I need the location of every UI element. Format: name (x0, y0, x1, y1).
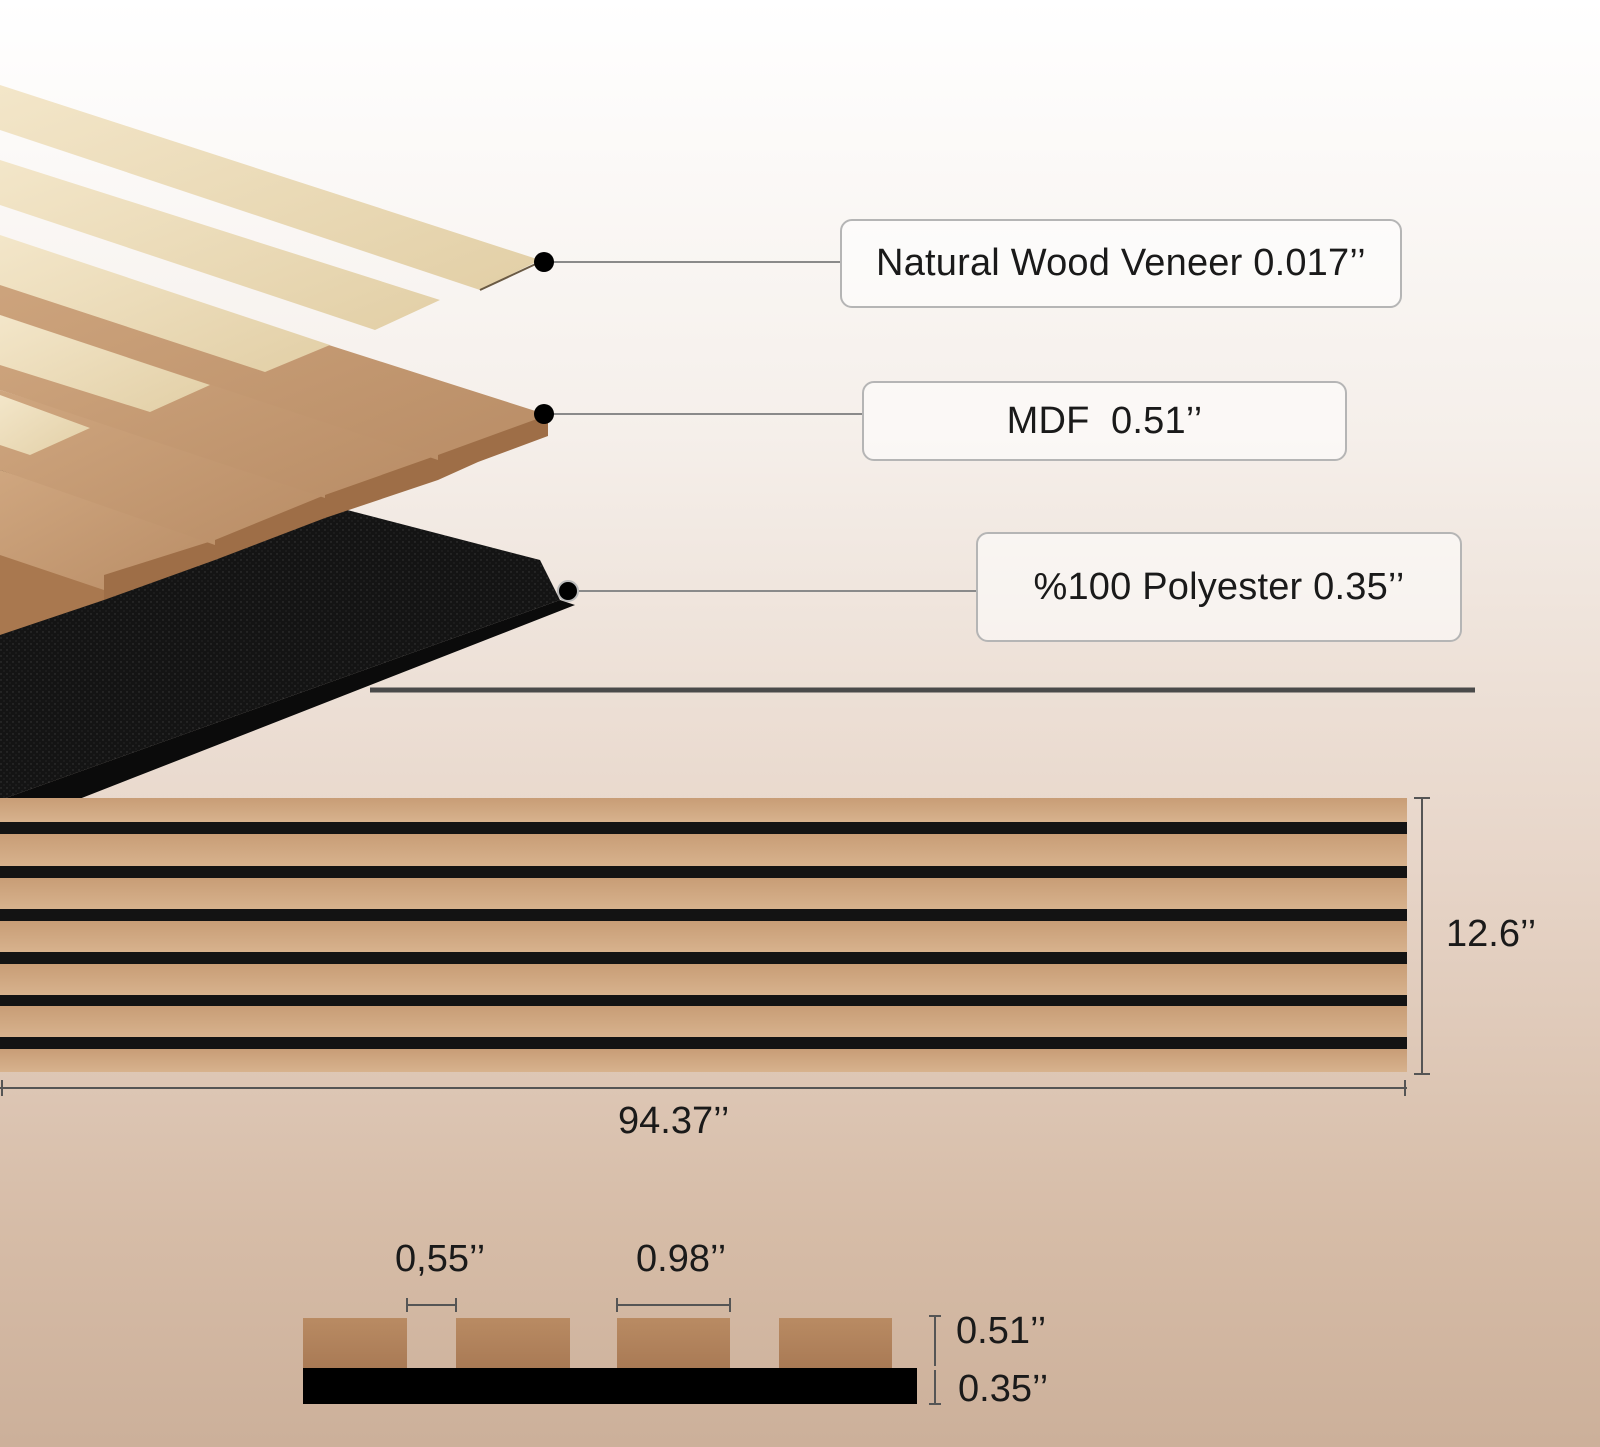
cross-section-slat (303, 1318, 407, 1368)
gap-width-label: 0,55’’ (395, 1238, 486, 1280)
veneer-marker (534, 252, 554, 272)
veneer-callout: Natural Wood Veneer 0.017’’ (840, 219, 1402, 308)
panel-dimension-lines (0, 797, 1430, 1096)
cross-section-slat (779, 1318, 892, 1368)
front-slat (0, 964, 1407, 995)
leader-lines (534, 252, 978, 602)
cross-section-felt (303, 1368, 917, 1404)
cross-section-dimension-lines (406, 1298, 941, 1405)
mdf-callout: MDF 0.51’’ (862, 381, 1347, 461)
panel-width-label: 94.37’’ (618, 1100, 730, 1142)
polyester-felt-edge (0, 600, 575, 830)
polyester-marker (557, 580, 579, 602)
front-slat (0, 834, 1407, 866)
slat-width-label: 0.98’’ (636, 1238, 727, 1280)
front-slat (0, 921, 1407, 952)
mdf-label: MDF 0.51’’ (1006, 399, 1203, 442)
felt-thickness-label: 0.35’’ (958, 1368, 1049, 1410)
veneer-label: Natural Wood Veneer 0.017’’ (876, 242, 1366, 284)
slat-thickness-label: 0.51’’ (956, 1310, 1047, 1352)
front-slat (0, 798, 1407, 822)
front-slat (0, 878, 1407, 909)
cross-section-slat (617, 1318, 730, 1368)
panel-height-label: 12.6’’ (1446, 913, 1537, 955)
cross-section (303, 1318, 917, 1404)
mdf-marker (534, 404, 554, 424)
front-slat (0, 1049, 1407, 1072)
veneer-strips (0, 85, 541, 455)
polyester-label: %100 Polyester 0.35’’ (1033, 565, 1405, 608)
exploded-layers (0, 85, 575, 830)
polyester-callout: %100 Polyester 0.35’’ (976, 532, 1462, 642)
front-slat (0, 1006, 1407, 1037)
front-panel (0, 798, 1407, 1072)
cross-section-slat (456, 1318, 570, 1368)
